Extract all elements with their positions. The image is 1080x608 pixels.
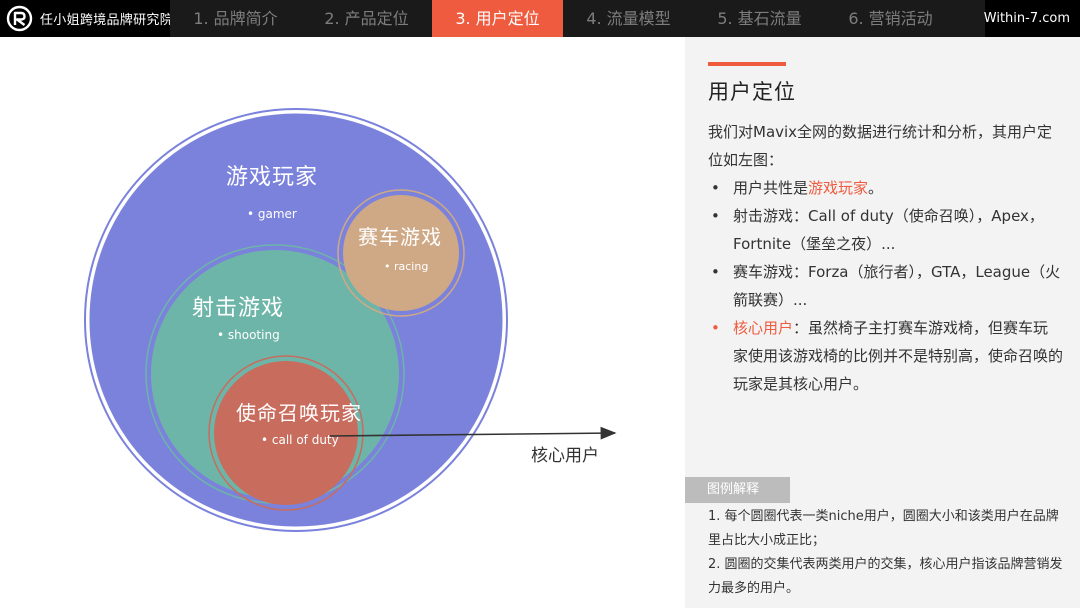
cod-tag: • call of duty [261,433,339,447]
title-accent-bar [708,62,786,66]
cod-title: 使命召唤玩家 [236,401,362,425]
tab-traffic-model[interactable]: 4. 流量模型 [586,9,671,28]
section-tabs: 1. 品牌简介 2. 产品定位 3. 用户定位 4. 流量模型 5. 基石流量 … [170,0,985,37]
brand-name: 任小姐跨境品牌研究院 [40,13,174,28]
racing-tag: • racing [384,260,429,273]
bullet-core-users-text: ：虽然椅子主打赛车游戏椅，但赛车玩家使用该游戏椅的比例并不是特别高，使命召唤的玩… [733,319,1064,393]
bullet-list: • 用户共性是游戏玩家。 • 射击游戏：Call of duty（使命召唤），A… [708,174,1063,398]
bullet-dot-icon: • [711,263,720,281]
diagram-svg [84,108,617,532]
legend-body: 1. 每个圆圈代表一类niche用户，圆圈大小和该类用户在品牌里占比大小成正比；… [708,505,1063,601]
bullet-shooting-games-text: 射击游戏：Call of duty（使命召唤），Apex，Fortnite（堡垒… [733,207,1044,253]
bullet-core-users-highlight: 核心用户 [733,319,794,337]
gamer-tag: • gamer [247,207,297,221]
bullet-dot-icon: • [711,179,720,197]
panel-title: 用户定位 [708,80,796,104]
tab-brand-intro[interactable]: 1. 品牌简介 [193,9,278,28]
cod-circle [214,361,358,505]
tab-core-traffic[interactable]: 5. 基石流量 [717,9,802,28]
bullet-common-trait-text: 用户共性是 [733,179,809,197]
cod-circle-ring [208,355,364,511]
bullet-racing-games-text: 赛车游戏：Forza（旅行者），GTA，League（火箭联赛）... [733,263,1061,309]
legend-line-2: 2. 圆圈的交集代表两类用户的交集，核心用户指该品牌营销发力最多的用户。 [708,557,1063,596]
bullet-common-trait-highlight: 游戏玩家 [808,179,869,197]
core-user-arrow [329,426,617,440]
tab-user-positioning[interactable]: 3. 用户定位 [432,0,563,37]
core-user-label: 核心用户 [531,446,599,466]
gamer-title: 游戏玩家 [226,165,319,190]
brand-logo-icon [6,5,33,32]
site-url[interactable]: Within-7.com [983,11,1070,26]
racing-circle [343,195,459,311]
user-circle-diagram: 游戏玩家 • gamer 赛车游戏 • racing 射击游戏 • shooti… [0,37,690,608]
gamer-circle-outline [84,108,508,532]
legend-line-1: 1. 每个圆圈代表一类niche用户，圆圈大小和该类用户在品牌里占比大小成正比； [708,509,1059,548]
description-panel: 用户定位 我们对Mavix全网的数据进行统计和分析，其用户定位如左图： • 用户… [685,37,1080,608]
bullet-dot-accent-icon: • [711,319,720,337]
legend-title: 图例解释 [685,477,790,503]
bullet-common-trait-end: 。 [868,179,884,197]
gamer-circle-ring [87,111,505,529]
racing-title: 赛车游戏 [358,225,442,249]
racing-circle-ring [337,189,465,317]
shooting-tag: • shooting [217,328,280,342]
bullet-core-users: • 核心用户：虽然椅子主打赛车游戏椅，但赛车玩家使用该游戏椅的比例并不是特别高，… [708,314,1063,398]
intro-text: 我们对Mavix全网的数据进行统计和分析，其用户定位如左图： [708,123,1053,169]
panel-body: 我们对Mavix全网的数据进行统计和分析，其用户定位如左图： • 用户共性是游戏… [708,118,1063,398]
bullet-dot-icon: • [711,207,720,225]
bullet-common-trait: • 用户共性是游戏玩家。 [708,174,1063,202]
bullet-shooting-games: • 射击游戏：Call of duty（使命召唤），Apex，Fortnite（… [708,202,1063,258]
brand[interactable]: 任小姐跨境品牌研究院 [6,5,173,32]
tab-marketing-activities[interactable]: 6. 营销活动 [848,9,933,28]
tab-product-positioning[interactable]: 2. 产品定位 [324,9,409,28]
shooting-title: 射击游戏 [192,296,285,321]
bullet-racing-games: • 赛车游戏：Forza（旅行者），GTA，League（火箭联赛）... [708,258,1063,314]
top-nav-bar: 任小姐跨境品牌研究院 1. 品牌简介 2. 产品定位 3. 用户定位 4. 流量… [0,0,1080,37]
